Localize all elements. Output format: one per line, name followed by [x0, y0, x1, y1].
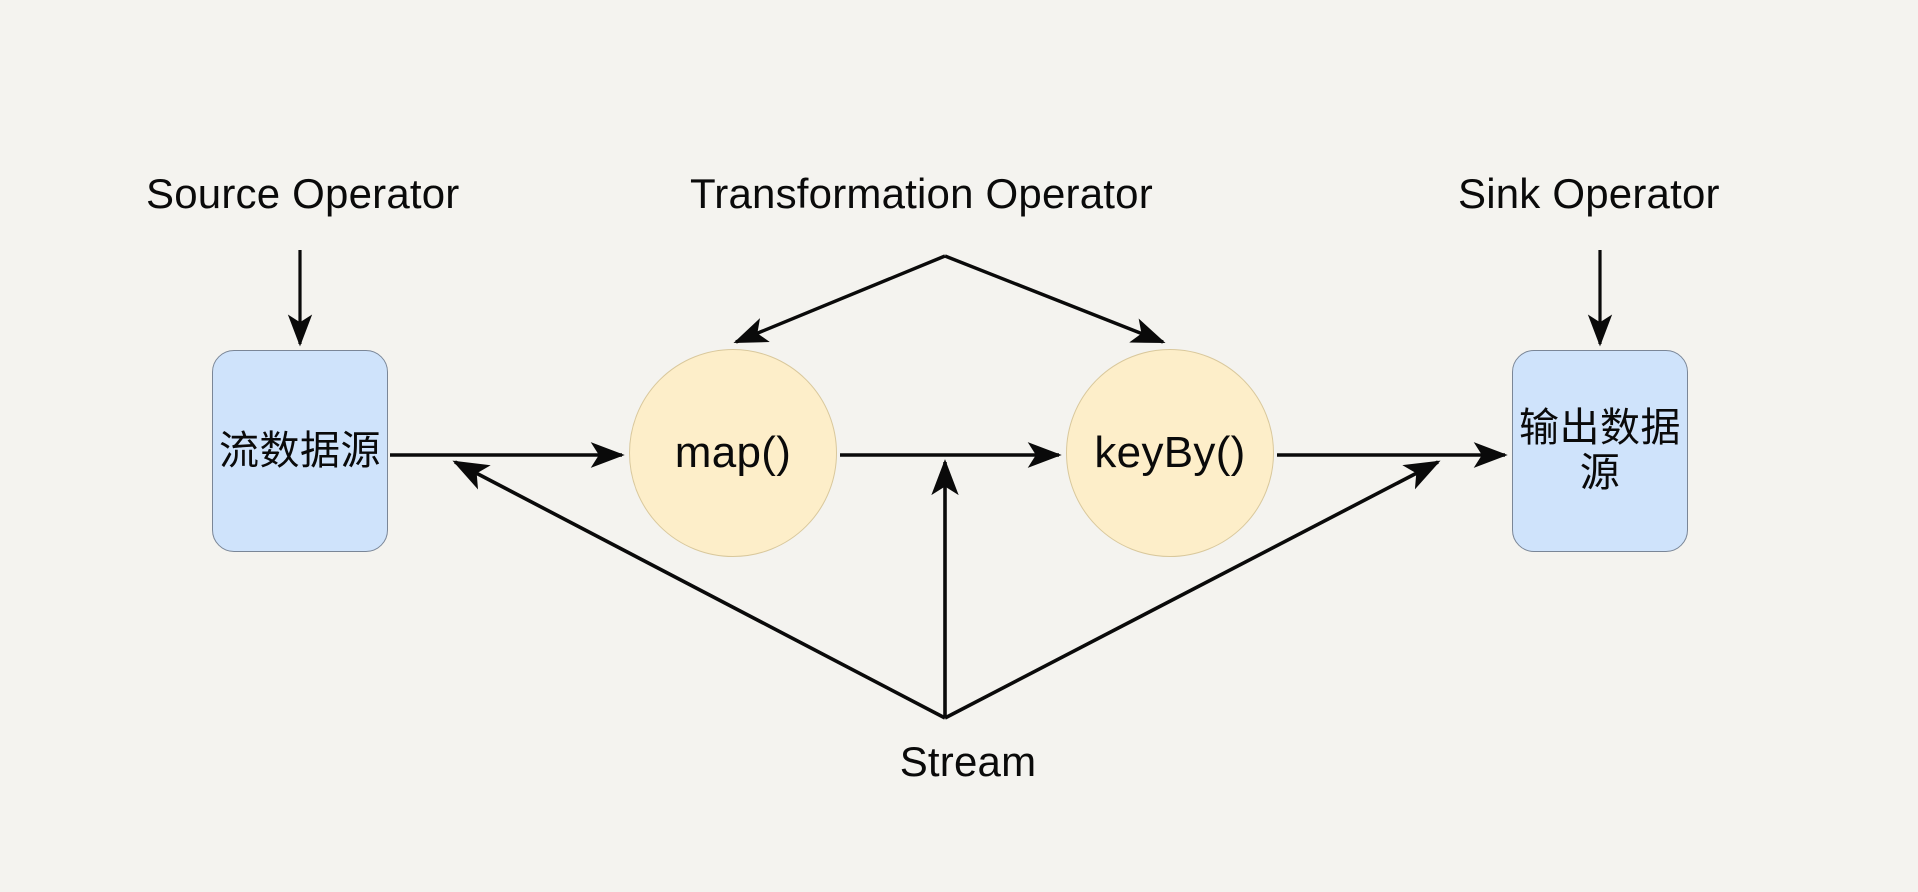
- node-source-label: 流数据源: [219, 428, 381, 473]
- node-keyby-label: keyBy(): [1094, 428, 1246, 477]
- caption-transformation-operator: Transformation Operator: [690, 170, 1153, 217]
- node-source-datastream[interactable]: 流数据源: [212, 350, 388, 552]
- node-sink-label: 输出数据源: [1519, 406, 1681, 495]
- node-keyby-operator[interactable]: keyBy(): [1066, 349, 1274, 557]
- edge-transformation-to-map: [733, 254, 946, 344]
- edge-transformation-to-keyby: [944, 254, 1166, 344]
- node-sink-datastream[interactable]: 输出数据源: [1512, 350, 1688, 552]
- caption-sink-operator: Sink Operator: [1458, 170, 1720, 217]
- node-map-label: map(): [674, 428, 792, 477]
- node-map-operator[interactable]: map(): [629, 349, 837, 557]
- caption-stream: Stream: [899, 738, 1037, 785]
- caption-source-operator: Source Operator: [146, 170, 460, 217]
